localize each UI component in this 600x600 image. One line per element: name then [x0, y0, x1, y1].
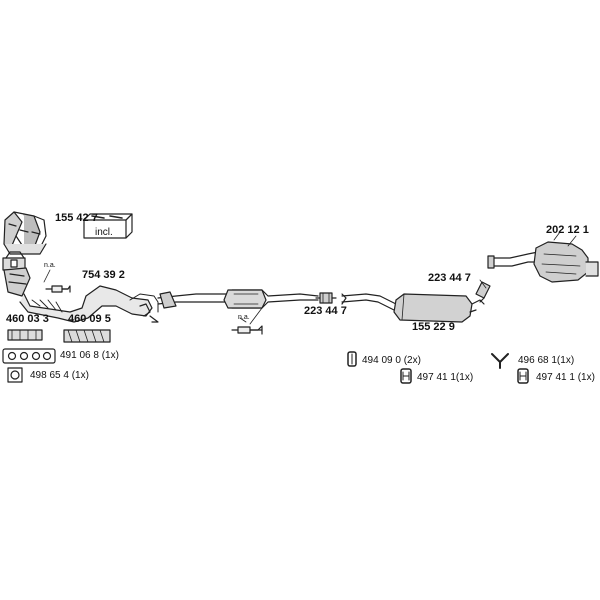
- gasket-b-icon: [63, 329, 111, 343]
- part-number-flange-gasket: 498 65 4 (1x): [30, 370, 89, 381]
- center-pipe-icon: [157, 289, 319, 309]
- part-number-hanger: 496 68 1(1x): [518, 355, 575, 366]
- part-number-rubber-mount-a: 497 41 1(1x): [417, 372, 474, 383]
- middle-pipe-icon: [341, 293, 397, 311]
- oxygen-sensor-icon: [43, 269, 71, 293]
- rubber-mount-b-icon: [517, 368, 529, 384]
- kit-included-label: incl.: [95, 227, 113, 238]
- part-number-clamp: 494 09 0 (2x): [362, 355, 421, 366]
- part-number-connector-right: 223 44 7: [428, 272, 471, 284]
- front-pipe-icon: [19, 285, 159, 323]
- part-number-manifold-gasket: 491 06 8 (1x): [60, 350, 119, 361]
- lower-sensor-icon: [231, 307, 263, 335]
- not-available-note-lower: n.a.: [238, 314, 250, 321]
- part-number-gasket-b: 460 09 5: [68, 313, 111, 325]
- part-number-front-pipe: 754 39 2: [82, 269, 125, 281]
- not-available-note-upper: n.a.: [44, 262, 56, 269]
- part-number-rear-silencer: 202 12 1: [546, 224, 589, 236]
- rubber-mount-a-icon: [400, 368, 412, 384]
- part-number-manifold: 155 42 7: [55, 212, 98, 224]
- leader-rear: [567, 235, 577, 247]
- middle-silencer-icon: [393, 293, 485, 323]
- part-number-connector-left: 223 44 7: [304, 305, 347, 317]
- hanger-icon: [491, 353, 509, 369]
- pipe-connector-left-icon: [315, 292, 337, 304]
- catalytic-converter-icon: [2, 251, 31, 297]
- leader-connector-right: [479, 279, 487, 289]
- manifold-icon: [3, 211, 47, 255]
- pipe-connector-right-icon: [475, 281, 491, 303]
- part-number-rubber-mount-b: 497 41 1 (1x): [536, 372, 595, 383]
- kit-box-icon: [83, 213, 133, 239]
- part-number-gasket-a: 460 03 3: [6, 313, 49, 325]
- gasket-a-icon: [7, 329, 43, 341]
- clamp-icon: [347, 351, 357, 367]
- manifold-gasket-icon: [2, 348, 56, 364]
- rear-silencer-icon: [487, 231, 599, 283]
- part-number-middle-silencer: 155 22 9: [412, 321, 455, 333]
- flange-gasket-icon: [7, 367, 23, 383]
